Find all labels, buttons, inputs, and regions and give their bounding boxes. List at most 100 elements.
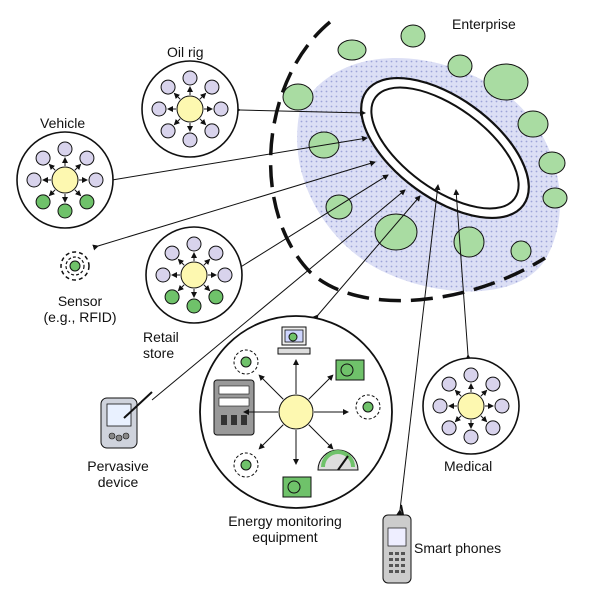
hub-node — [278, 394, 314, 430]
connections — [92, 106, 472, 516]
satellite-node — [441, 376, 457, 392]
computer-icon — [277, 326, 311, 355]
enterprise-blob — [282, 83, 314, 111]
spoke-arrow — [74, 189, 82, 197]
satellite-node — [164, 289, 180, 305]
satellite-node — [441, 420, 457, 436]
sensor-icon — [233, 452, 259, 478]
label-oil-rig: Oil rig — [167, 44, 204, 60]
spoke-arrow — [199, 92, 207, 100]
satellite-node — [35, 150, 51, 166]
label-enterprise: Enterprise — [452, 16, 516, 32]
satellite-node — [463, 367, 479, 383]
sensor-rfid — [60, 251, 90, 281]
device-box-icon — [282, 476, 312, 498]
hub-node — [176, 95, 204, 123]
label-vehicle: Vehicle — [40, 115, 86, 131]
enterprise-core-ring-inner — [370, 86, 520, 210]
enterprise-blob — [483, 63, 529, 101]
satellite-node — [79, 194, 95, 210]
spoke-arrow — [74, 163, 82, 171]
satellite-node — [57, 203, 73, 219]
smart-phone-icon — [382, 504, 412, 584]
satellite-node — [160, 79, 176, 95]
satellite-node — [160, 123, 176, 139]
sensor-icon — [355, 394, 381, 420]
spoke-arrow — [203, 258, 211, 266]
satellite-node — [182, 132, 198, 148]
label-pervasive-device: Pervasive device — [78, 458, 158, 490]
link-oil-rig — [234, 106, 366, 116]
energy-spoke-arrow — [258, 374, 284, 400]
satellite-node — [208, 245, 224, 261]
label-sensor-line2: (e.g., RFID) — [43, 309, 117, 325]
label-retail-line2: store — [143, 345, 175, 361]
device-box-icon — [335, 359, 365, 381]
gauge-icon — [317, 449, 359, 471]
label-retail-line1: Retail — [143, 329, 179, 345]
pda-icon — [100, 391, 153, 449]
satellite-node — [204, 123, 220, 139]
satellite-node — [26, 172, 42, 188]
hub-node — [180, 261, 208, 289]
spoke-arrow — [454, 415, 462, 423]
satellite-node — [463, 429, 479, 445]
satellite-node — [88, 172, 104, 188]
spoke-arrow — [48, 189, 56, 197]
satellite-node — [79, 150, 95, 166]
hub-node — [51, 166, 79, 194]
satellite-node — [485, 376, 501, 392]
link-medical — [453, 189, 472, 361]
satellite-node — [494, 398, 510, 414]
enterprise-blob — [510, 240, 532, 262]
spoke-arrow — [199, 118, 207, 126]
enterprise-blob — [325, 194, 353, 220]
enterprise-blob — [542, 187, 568, 209]
spoke-arrow — [177, 284, 185, 292]
satellite-node — [204, 79, 220, 95]
label-sensor: Sensor (e.g., RFID) — [40, 293, 120, 325]
energy-spoke-arrow — [308, 424, 334, 450]
satellite-node — [57, 141, 73, 157]
sensor-icon — [233, 349, 259, 375]
spoke-arrow — [203, 284, 211, 292]
satellite-node — [151, 101, 167, 117]
enterprise-blob — [337, 39, 367, 61]
satellite-node — [182, 70, 198, 86]
enterprise-blob — [400, 24, 426, 48]
satellite-node — [186, 236, 202, 252]
satellite-node — [155, 267, 171, 283]
satellite-node — [186, 298, 202, 314]
label-energy-line2: equipment — [252, 529, 318, 545]
spoke-arrow — [173, 118, 181, 126]
satellite-node — [217, 267, 233, 283]
enterprise-blob — [538, 151, 566, 175]
spoke-arrow — [454, 389, 462, 397]
satellite-node — [213, 101, 229, 117]
energy-spoke-arrow — [258, 424, 284, 450]
enterprise-region — [268, 20, 568, 303]
label-energy-line1: Energy monitoring — [228, 513, 342, 529]
label-energy-monitoring: Energy monitoring equipment — [215, 513, 355, 545]
link-smart-phones — [396, 184, 441, 516]
spoke-arrow — [48, 163, 56, 171]
spoke-arrow — [177, 258, 185, 266]
satellite-node — [485, 420, 501, 436]
label-smart-phones: Smart phones — [414, 540, 502, 556]
label-medical: Medical — [444, 458, 493, 474]
meter-icon — [213, 379, 255, 436]
label-retail-store: Retail store — [143, 329, 179, 361]
spoke-arrow — [480, 389, 488, 397]
enterprise-blob — [447, 54, 473, 78]
label-pervasive-line1: Pervasive — [87, 458, 149, 474]
satellite-node — [164, 245, 180, 261]
enterprise-blob — [374, 213, 418, 251]
hub-node — [457, 392, 485, 420]
satellite-node — [208, 289, 224, 305]
spoke-arrow — [173, 92, 181, 100]
energy-spoke-arrow — [308, 374, 334, 400]
satellite-node — [35, 194, 51, 210]
label-pervasive-line2: device — [97, 474, 139, 490]
spoke-arrow — [480, 415, 488, 423]
